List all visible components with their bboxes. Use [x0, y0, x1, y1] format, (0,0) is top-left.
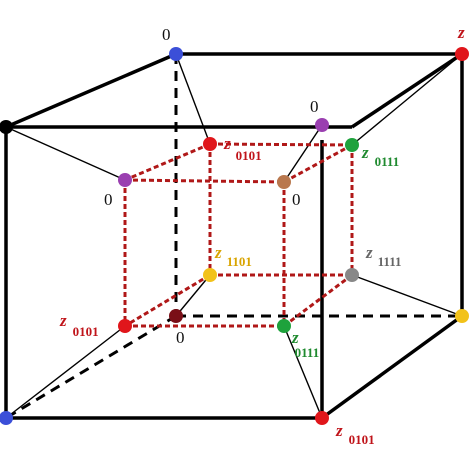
label-zero-center: 0	[292, 190, 301, 209]
conn-edge-8	[283, 325, 323, 419]
vertex-bottom-front-right	[315, 411, 329, 425]
inner-edge-bottom-right	[283, 273, 353, 328]
label-z1111-sub: 1111	[378, 254, 402, 269]
vertex-back-bottom-center	[169, 309, 183, 323]
label-z0111-bottom-z: z	[291, 328, 299, 347]
label-z0111-inner: z 0111	[361, 143, 399, 169]
label-z0111-inner-sub: 0111	[375, 154, 400, 169]
vertex-inner-bottom-back-right	[345, 268, 359, 282]
vertex-inner-top-purple	[315, 118, 329, 132]
label-z0101-inner-z: z	[223, 134, 231, 153]
label-z1111: z 1111	[365, 243, 401, 269]
label-z0111-bottom-sub: 0111	[295, 345, 320, 360]
outer-edge-top-left	[5, 52, 177, 129]
label-z-top-right: z	[457, 23, 465, 42]
vertex-inner-top-back-left	[203, 137, 217, 151]
conn-edge-2	[5, 126, 126, 181]
label-z1101-z: z	[214, 243, 222, 262]
vertex-inner-top-back-right	[345, 138, 359, 152]
label-z0111-inner-z: z	[361, 143, 369, 162]
conn-edge-4	[283, 124, 323, 183]
labels: 0 0 0 0 0 z z 0101 z 0111 z 1101 z 1111 …	[59, 23, 465, 447]
conn-edge-6	[5, 325, 126, 419]
label-z1111-z: z	[365, 243, 373, 262]
label-zero-inner-top: 0	[310, 97, 319, 116]
outer-cube-edges	[4, 52, 464, 420]
label-zero-left: 0	[104, 190, 113, 209]
conn-edge-1	[175, 53, 211, 145]
label-z0101-left-sub: 0101	[73, 324, 99, 339]
outer-edge-top-right	[351, 52, 463, 129]
vertex-inner-bottom-front-right	[277, 319, 291, 333]
label-z0101-outer-z: z	[335, 421, 343, 440]
label-z0101-outer-sub: 0101	[349, 432, 375, 447]
vertex-top-back-left	[169, 47, 183, 61]
label-z-top-right-z: z	[457, 23, 465, 42]
label-z0111-bottom: z 0111	[291, 328, 319, 360]
inner-edge-top-left	[124, 142, 211, 182]
label-zero-bottom: 0	[176, 328, 185, 347]
label-z0101-inner: z 0101	[223, 134, 262, 163]
conn-edge-7	[351, 274, 463, 317]
label-z0101-inner-sub: 0101	[236, 148, 262, 163]
connecting-edges	[5, 53, 463, 419]
conn-edge-5	[175, 274, 211, 317]
vertex-inner-bottom-back-left	[203, 268, 217, 282]
vertices	[0, 47, 469, 425]
vertex-bottom-front-left	[0, 411, 13, 425]
vertex-inner-bottom-front-left	[118, 319, 132, 333]
vertex-top-back-right	[455, 47, 469, 61]
inner-edge-top-front	[124, 178, 285, 184]
inner-cube-edges	[123, 142, 354, 328]
outer-edge-bottom-right	[320, 314, 464, 420]
label-z0101-left-z: z	[59, 311, 67, 330]
inner-edge-top-right	[283, 143, 353, 184]
label-zero-top: 0	[162, 25, 171, 44]
vertex-inner-top-front-right	[277, 175, 291, 189]
conn-edge-3	[351, 53, 463, 146]
outer-hidden-edges	[5, 54, 462, 420]
label-z0101-left: z 0101	[59, 311, 99, 339]
vertex-top-front-left	[0, 120, 13, 134]
vertex-outer-back-bottom-right	[455, 309, 469, 323]
vertex-inner-top-front-left	[118, 173, 132, 187]
label-z0101-outer: z 0101	[335, 421, 375, 447]
label-z1101-sub: 1101	[227, 254, 252, 269]
label-z1101: z 1101	[214, 243, 252, 269]
inner-edge-bottom-left	[124, 273, 211, 328]
